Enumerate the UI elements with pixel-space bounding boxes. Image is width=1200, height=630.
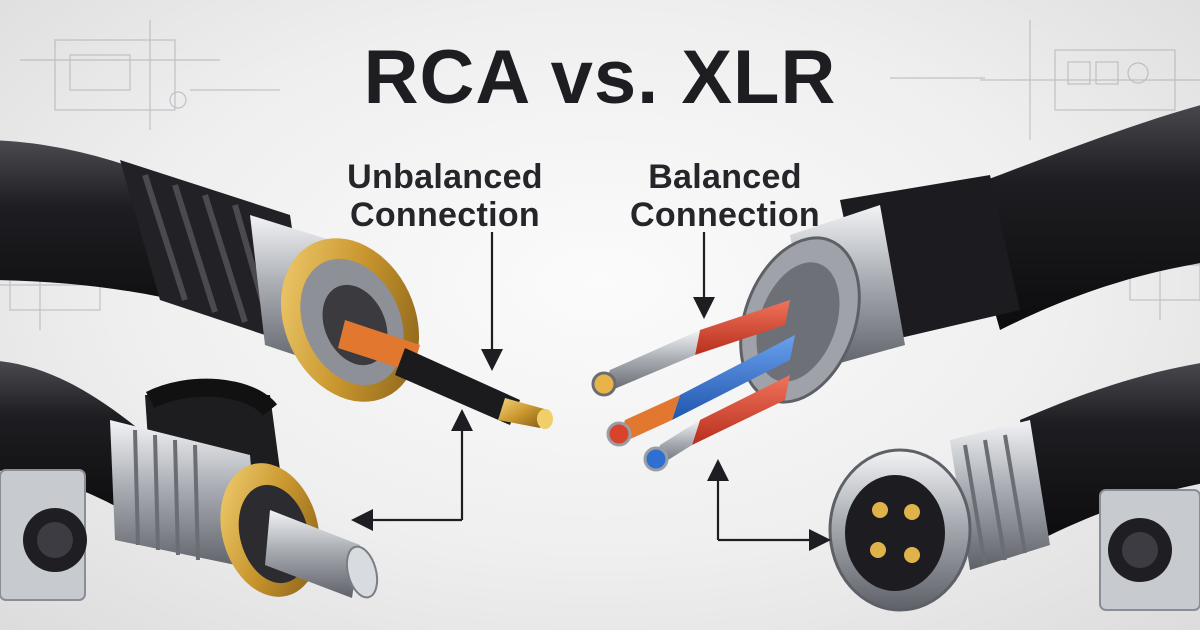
rca-callout-arrows	[351, 232, 503, 531]
rca-label-line2: Connection	[350, 196, 540, 235]
xlr-callout-arrows	[693, 232, 831, 551]
page-title: RCA vs. XLR	[363, 35, 837, 120]
xlr-label-line1: Balanced	[648, 158, 802, 196]
rca-cable-large	[0, 140, 553, 429]
xlr-label: Balanced Connection	[615, 158, 835, 234]
xlr-plug-small	[828, 363, 1200, 612]
rca-panel-jack	[0, 469, 87, 601]
xlr-cable-large	[591, 105, 1200, 472]
rca-label-line1: Unbalanced	[347, 158, 543, 196]
xlr-panel-jack	[1099, 489, 1200, 611]
xlr-label-line2: Connection	[630, 196, 820, 235]
rca-plug-small	[0, 361, 379, 599]
blueprint-sketch-left	[0, 20, 280, 330]
rca-label: Unbalanced Connection	[335, 158, 555, 234]
